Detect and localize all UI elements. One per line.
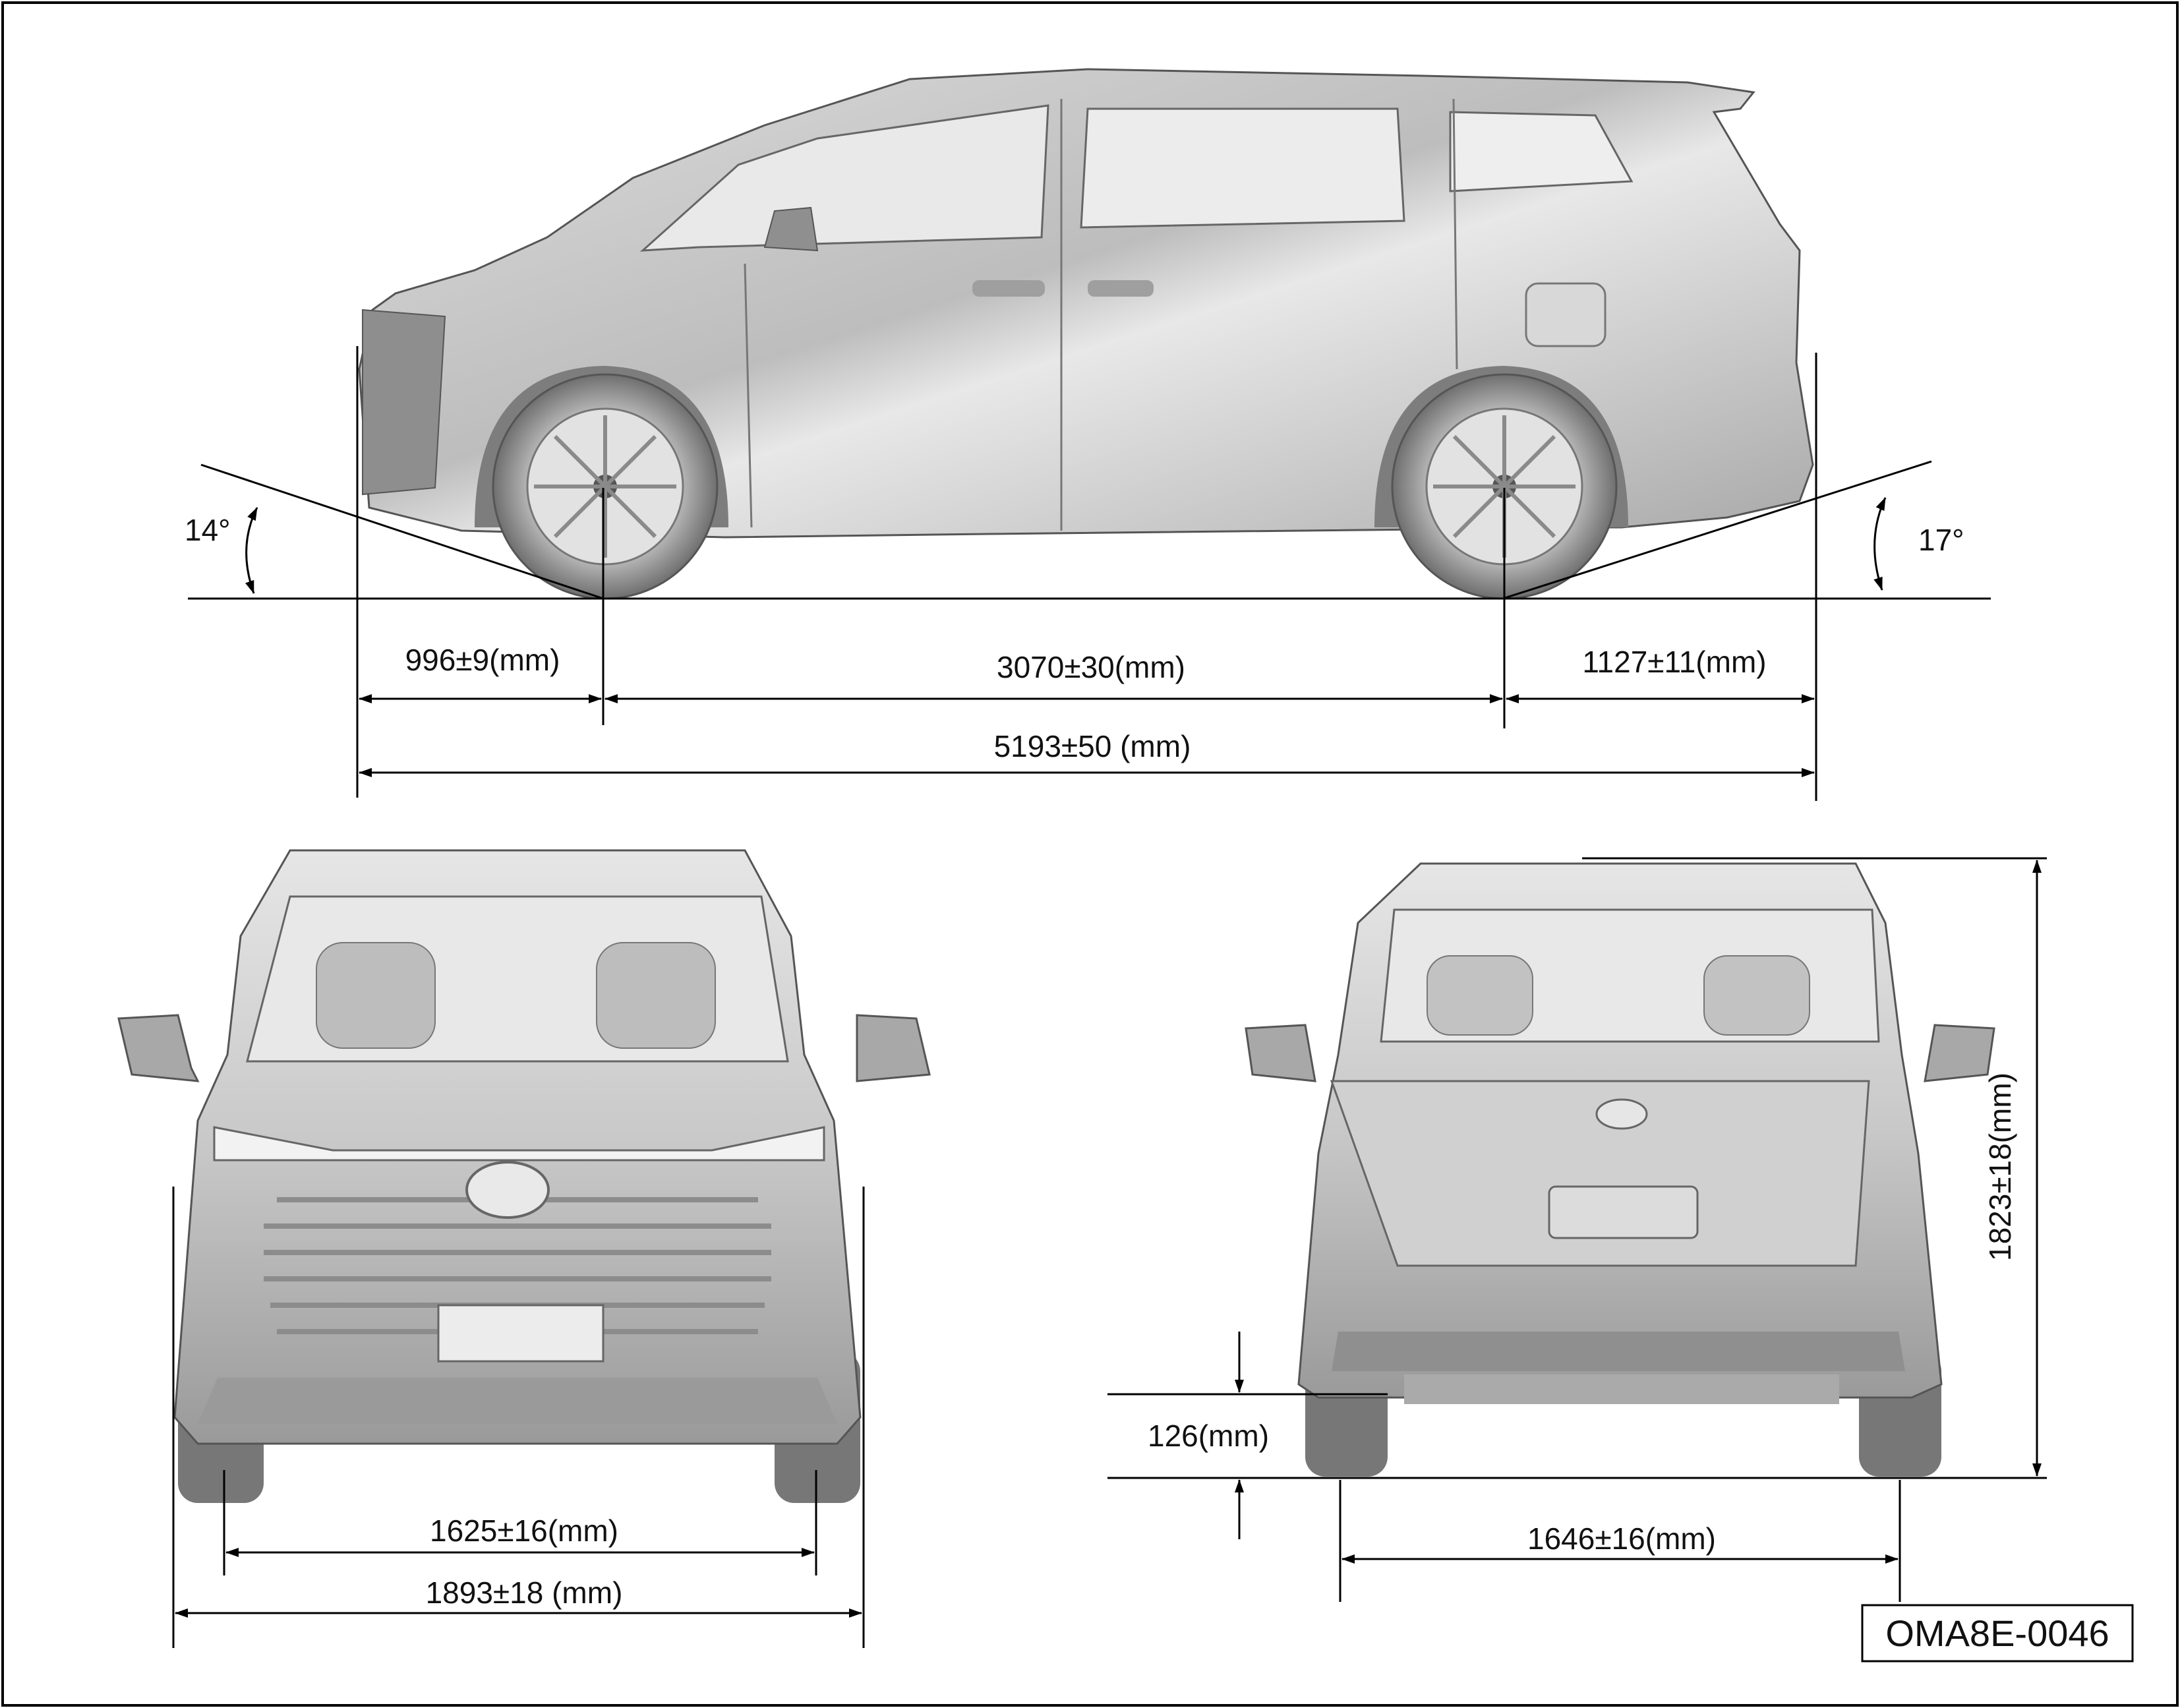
approach-angle-label: 14° bbox=[185, 513, 231, 547]
figure-code: OMA8E-0046 bbox=[1861, 1604, 2134, 1663]
ground-clearance-label: 126(mm) bbox=[1148, 1419, 1269, 1453]
departure-angle-label: 17° bbox=[1918, 523, 1964, 557]
side-view: 14° 17° 996±9(mm) 3070±30(mm) 1127±11(mm… bbox=[185, 68, 1991, 801]
van-side-illustration bbox=[358, 68, 1814, 600]
rear-track-label: 1646±16(mm) bbox=[1527, 1521, 1716, 1556]
wheelbase-label: 3070±30(mm) bbox=[997, 650, 1185, 684]
rear-view: 126(mm) 1823±18(mm) 1646±16(mm) bbox=[1107, 857, 2047, 1602]
overall-height-label: 1823±18(mm) bbox=[1983, 1073, 2017, 1261]
figure-code-label: OMA8E-0046 bbox=[1885, 1612, 2109, 1654]
front-view: 1625±16(mm) 1893±18 (mm) bbox=[117, 849, 931, 1648]
front-track-label: 1625±16(mm) bbox=[430, 1514, 618, 1548]
van-rear-illustration bbox=[1245, 862, 1995, 1477]
van-front-illustration bbox=[117, 849, 931, 1503]
overall-length-label: 5193±50 (mm) bbox=[994, 729, 1191, 763]
rear-overhang-label: 1127±11(mm) bbox=[1582, 645, 1766, 679]
front-overhang-label: 996±9(mm) bbox=[405, 643, 560, 677]
overall-width-label: 1893±18 (mm) bbox=[426, 1575, 623, 1610]
